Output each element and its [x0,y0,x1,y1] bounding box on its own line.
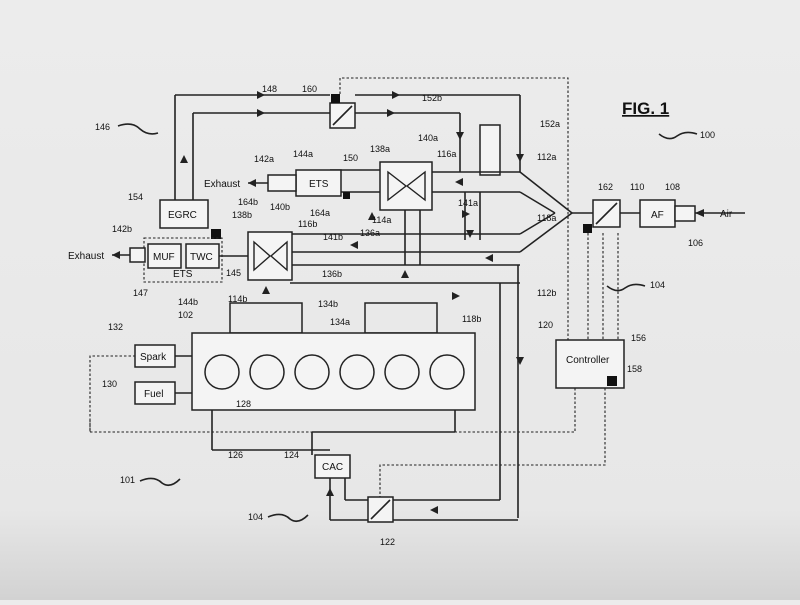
reference-numeral-118a: 118a [537,213,556,223]
reference-numeral-142b: 142b [112,224,132,234]
reference-numeral-142a: 142a [254,154,274,164]
ets-lower-label: ETS [173,269,193,280]
af-label: AF [651,210,664,221]
throttle-valve[interactable] [583,199,621,233]
charge-air-cooler[interactable]: CAC [314,454,351,479]
reference-numeral-164b: 164b [238,197,258,207]
reference-numeral-141b: 141b [323,232,343,242]
reference-numeral-148: 148 [262,84,277,94]
leader-lines [117,123,698,523]
reference-numeral-106: 106 [688,238,703,248]
reference-numeral-138a: 138a [370,144,390,154]
reference-numeral-147: 147 [133,288,148,298]
cac-label: CAC [322,462,343,473]
reference-numeral-160: 160 [302,84,317,94]
reference-numeral-136b: 136b [322,269,342,279]
reference-numeral-138b: 138b [232,210,252,220]
spark-unit[interactable]: Spark [134,344,192,368]
reference-numeral-158: 158 [627,364,642,374]
reference-numeral-130: 130 [102,379,117,389]
reference-numeral-114a: 114a [372,215,391,225]
reference-numeral-146: 146 [95,122,110,132]
controller[interactable]: Controller [555,339,625,389]
egr-valve[interactable] [329,94,356,129]
reference-numeral-124: 124 [284,450,299,460]
aftertreatment-lower[interactable]: MUF TWC ETS [129,237,248,283]
reference-numeral-104: 104 [248,512,263,522]
reference-numeral-134a: 134a [330,317,350,327]
ets-upper-label: ETS [309,179,329,190]
reference-numeral-140a: 140a [418,133,438,143]
ets-upper[interactable]: ETS [267,169,342,197]
reference-numeral-110: 110 [630,182,644,192]
egr-loop [174,94,521,518]
reference-numeral-116a: 116a [437,149,456,159]
spark-label: Spark [140,352,167,363]
reference-numeral-116b: 116b [298,219,317,229]
air-label: Air [720,209,733,220]
controller-label: Controller [566,355,610,366]
flow-arrows [180,91,524,514]
reference-numeral-114b: 114b [228,294,247,304]
reference-numeral-112a: 112a [537,152,556,162]
reference-numeral-128: 128 [236,399,251,409]
reference-numeral-120: 120 [538,320,553,330]
reference-numeral-150: 150 [343,153,358,163]
reference-numeral-152b: 152b [422,93,442,103]
charge-air-path [211,410,518,521]
reference-numeral-156: 156 [631,333,646,343]
reference-numeral-108: 108 [665,182,680,192]
air-filter[interactable]: AF [639,199,696,228]
reference-numeral-104: 104 [650,280,665,290]
twc-label: TWC [190,252,213,263]
exhaust-lower-label: Exhaust [68,251,104,262]
fuel-unit[interactable]: Fuel [134,381,192,405]
reference-numeral-145: 145 [226,268,241,278]
reference-numeral-118b: 118b [462,314,481,324]
reference-numeral-141a: 141a [458,198,478,208]
reference-numeral-101: 101 [120,475,135,485]
reference-numeral-102: 102 [178,310,193,320]
fuel-label: Fuel [144,389,163,400]
reference-numeral-152a: 152a [540,119,560,129]
reference-numeral-122: 122 [380,537,395,547]
egr-cooler[interactable]: EGRC [159,199,209,229]
reference-numeral-164a: 164a [310,208,330,218]
upper-turbocharger[interactable] [343,161,433,211]
reference-numeral-144b: 144b [178,297,198,307]
reference-numeral-126: 126 [228,450,243,460]
reference-numeral-136a: 136a [360,228,380,238]
reference-numeral-140b: 140b [270,202,290,212]
reference-numeral-134b: 134b [318,299,338,309]
egrc-label: EGRC [168,210,197,221]
reference-numeral-132: 132 [108,322,123,332]
intake-path [519,171,745,253]
reference-numeral-144a: 144a [293,149,313,159]
reference-numeral-100: 100 [700,130,715,140]
reference-numeral-112b: 112b [537,288,556,298]
muf-label: MUF [153,252,175,263]
lower-turbocharger[interactable] [211,229,293,281]
engine-block[interactable] [191,302,476,411]
figure-title: FIG. 1 [622,99,669,118]
reference-numerals: 100 101 102 104 104 106 108 110 112a 112… [95,84,715,547]
control-signals [89,77,619,497]
exhaust-upper-label: Exhaust [204,179,240,190]
cac-bypass-valve[interactable] [367,496,394,523]
reference-numeral-162: 162 [598,182,613,192]
reference-numeral-154: 154 [128,192,143,202]
